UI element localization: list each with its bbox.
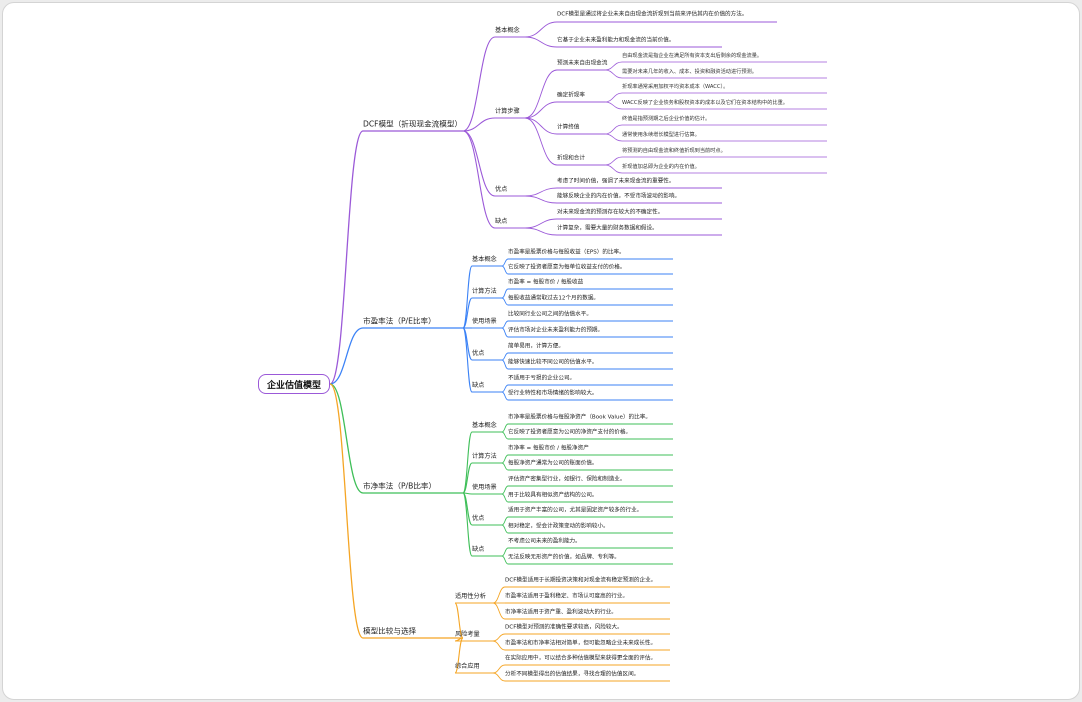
topic-node[interactable]: 基本概念 (472, 421, 497, 429)
leaf-node[interactable]: 市盈率法和市净率法相对简单，但可能忽略企业未来成长性。 (505, 640, 657, 647)
leaf-node[interactable]: 市净率法适用于资产重、盈利波动大的行业。 (505, 609, 617, 616)
leaf-node[interactable]: 能够快速比较不同公司的估值水平。 (508, 359, 598, 366)
topic-node[interactable]: 使用场景 (472, 483, 497, 491)
topic-node[interactable]: 优点 (472, 514, 485, 522)
topic-node[interactable]: 基本概念 (472, 255, 497, 263)
leaf-node[interactable]: 每股收益通常取过去12个月的数据。 (508, 295, 600, 302)
leaf-node[interactable]: 适用于资产丰富的公司，尤其是固定资产较多的行业。 (508, 507, 643, 514)
topic-node[interactable]: 计算方法 (472, 287, 497, 295)
leaf-node[interactable]: 折现值加总即为企业的内在价值。 (622, 163, 700, 170)
subtopic-node[interactable]: 预测未来自由现金流 (557, 60, 608, 67)
topic-node[interactable]: 缺点 (472, 381, 485, 389)
leaf-node[interactable]: 用于比较具有相似资产结构的公司。 (508, 492, 598, 499)
topic-node[interactable]: 优点 (472, 349, 485, 357)
topic-node[interactable]: 综合应用 (455, 662, 480, 670)
subtopic-node[interactable]: 折现和合计 (557, 155, 585, 162)
leaf-node[interactable]: 计算复杂，需要大量的财务数据和假设。 (557, 225, 658, 232)
topic-node[interactable]: 基本概念 (495, 26, 520, 34)
leaf-node[interactable]: 它基于企业未来盈利能力和现金流的当前价值。 (557, 37, 675, 44)
leaf-node[interactable]: 它反映了投资者愿意为公司的净资产支付的价格。 (508, 429, 632, 436)
leaf-node[interactable]: 市净率是股票价格与每股净资产（Book Value）的比率。 (508, 414, 651, 421)
topic-node[interactable]: 适用性分析 (455, 592, 486, 600)
leaf-node[interactable]: 将预测的自由现金流和终值折现到当前时点。 (622, 147, 726, 154)
leaf-node[interactable]: WACC反映了企业债务和股权资本的成本以及它们在资本结构中的比重。 (622, 99, 788, 106)
leaf-node[interactable]: 市盈率 = 每股市价 / 每股收益 (508, 279, 584, 286)
branch-node[interactable]: 市净率法（P/B比率） (363, 481, 437, 491)
leaf-node[interactable]: 需要对未来几年的收入、成本、投资和融资活动进行预测。 (622, 68, 757, 75)
leaf-node[interactable]: 它反映了投资者愿意为每单位收益支付的价格。 (508, 264, 626, 271)
leaf-node[interactable]: 自由现金流是指企业在满足所有资本支出后剩余的现金流量。 (622, 52, 763, 59)
leaf-node[interactable]: 折现率通常采用加权平均资本成本（WACC）。 (622, 83, 729, 90)
branch-node[interactable]: 模型比较与选择 (363, 626, 417, 636)
leaf-node[interactable]: 终值是指预测期之后企业价值的估计。 (622, 115, 711, 122)
subtopic-node[interactable]: 确定折现率 (557, 92, 585, 99)
subtopic-node[interactable]: 计算终值 (557, 124, 580, 131)
leaf-node[interactable]: 评估资产密集型行业，如银行、保险和制造业。 (508, 476, 626, 483)
leaf-node[interactable]: 每股净资产通常为公司的账面价值。 (508, 460, 598, 467)
root-node[interactable]: 企业估值模型 (258, 374, 330, 394)
leaf-node[interactable]: 市盈率是股票价格与每股收益（EPS）的比率。 (508, 249, 625, 256)
leaf-node[interactable]: 不考虑公司未来的盈利能力。 (508, 538, 581, 545)
leaf-node[interactable]: 无法反映无形资产的价值，如品牌、专利等。 (508, 554, 620, 561)
leaf-node[interactable]: 市盈率法适用于盈利稳定、市场认可度高的行业。 (505, 593, 629, 600)
topic-node[interactable]: 计算步骤 (495, 107, 520, 115)
leaf-node[interactable]: DCF模型适用于长期投资决策和对现金流有稳定预测的企业。 (505, 577, 657, 584)
leaf-node[interactable]: 市净率 = 每股市价 / 每股净资产 (508, 445, 589, 452)
topic-node[interactable]: 缺点 (472, 545, 485, 553)
topic-node[interactable]: 计算方法 (472, 452, 497, 460)
leaf-node[interactable]: 相对稳定，受会计政策变动的影响较小。 (508, 523, 609, 530)
leaf-node[interactable]: DCF模型是通过将企业未来自由现金流折现到当前来评估其内在价值的方法。 (557, 11, 748, 18)
topic-node[interactable]: 风险考量 (455, 630, 480, 638)
topic-node[interactable]: 使用场景 (472, 317, 497, 325)
leaf-node[interactable]: 考虑了时间价值，强调了未来现金流的重要性。 (557, 178, 675, 185)
leaf-node[interactable]: 分析不同模型得出的估值结果，寻找合理的估值区间。 (505, 671, 640, 678)
leaf-node[interactable]: 不适用于亏损的企业公司。 (508, 375, 576, 382)
topic-node[interactable]: 缺点 (495, 217, 508, 225)
leaf-node[interactable]: 简单易用，计算方便。 (508, 343, 564, 350)
leaf-node[interactable]: 比较同行业公司之间的估值水平。 (508, 311, 592, 318)
leaf-node[interactable]: DCF模型对预测的准确性要求较高，风险较大。 (505, 624, 623, 631)
leaf-node[interactable]: 能够反映企业的内在价值，不受市场波动的影响。 (557, 193, 681, 200)
branch-node[interactable]: 市盈率法（P/E比率） (363, 316, 436, 326)
leaf-node[interactable]: 在实际应用中，可以结合多种估值模型来获得更全面的评估。 (505, 655, 657, 662)
branch-node[interactable]: DCF模型（折现现金流模型） (363, 119, 463, 129)
leaf-node[interactable]: 对未来现金流的预测存在较大的不确定性。 (557, 209, 664, 216)
leaf-node[interactable]: 通常使用永续增长模型进行估算。 (622, 131, 700, 138)
leaf-node[interactable]: 受行业特性和市场情绪的影响较大。 (508, 390, 598, 397)
leaf-node[interactable]: 评估市场对企业未来盈利能力的预期。 (508, 327, 604, 334)
topic-node[interactable]: 优点 (495, 185, 508, 193)
